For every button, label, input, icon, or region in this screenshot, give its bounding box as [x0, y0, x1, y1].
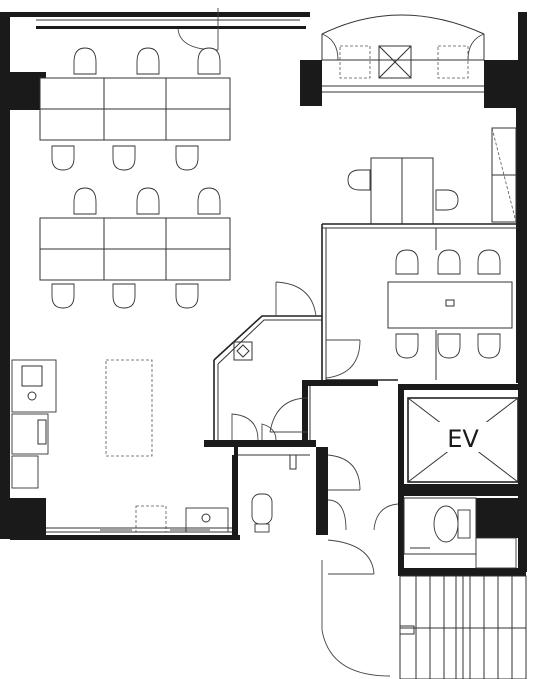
executive-desk: [347, 157, 459, 225]
toilet-left: [185, 493, 273, 533]
top-windows: [36, 14, 485, 93]
partition-stub: [232, 455, 234, 535]
toilet-right: [403, 497, 517, 569]
meeting-table: [387, 281, 513, 329]
desk-group-lower: [39, 217, 231, 281]
right-shelving: [491, 127, 517, 223]
meeting-chairs: [395, 249, 501, 359]
corridor-doors: [231, 397, 399, 677]
meeting-room-door: [325, 339, 361, 379]
dashed-table: [105, 359, 153, 457]
storage-room: [213, 281, 322, 440]
bottom-windows: [46, 527, 234, 533]
stairs: [399, 575, 527, 679]
elevator-label: EV: [447, 425, 479, 453]
chairs-lower: [51, 187, 221, 309]
kitchenette: [11, 359, 57, 489]
service-walls: [204, 380, 378, 535]
elevator: EV: [407, 397, 519, 483]
chairs-upper: [51, 47, 221, 171]
desk-group-upper: [39, 77, 231, 141]
exterior-walls: [0, 12, 527, 576]
